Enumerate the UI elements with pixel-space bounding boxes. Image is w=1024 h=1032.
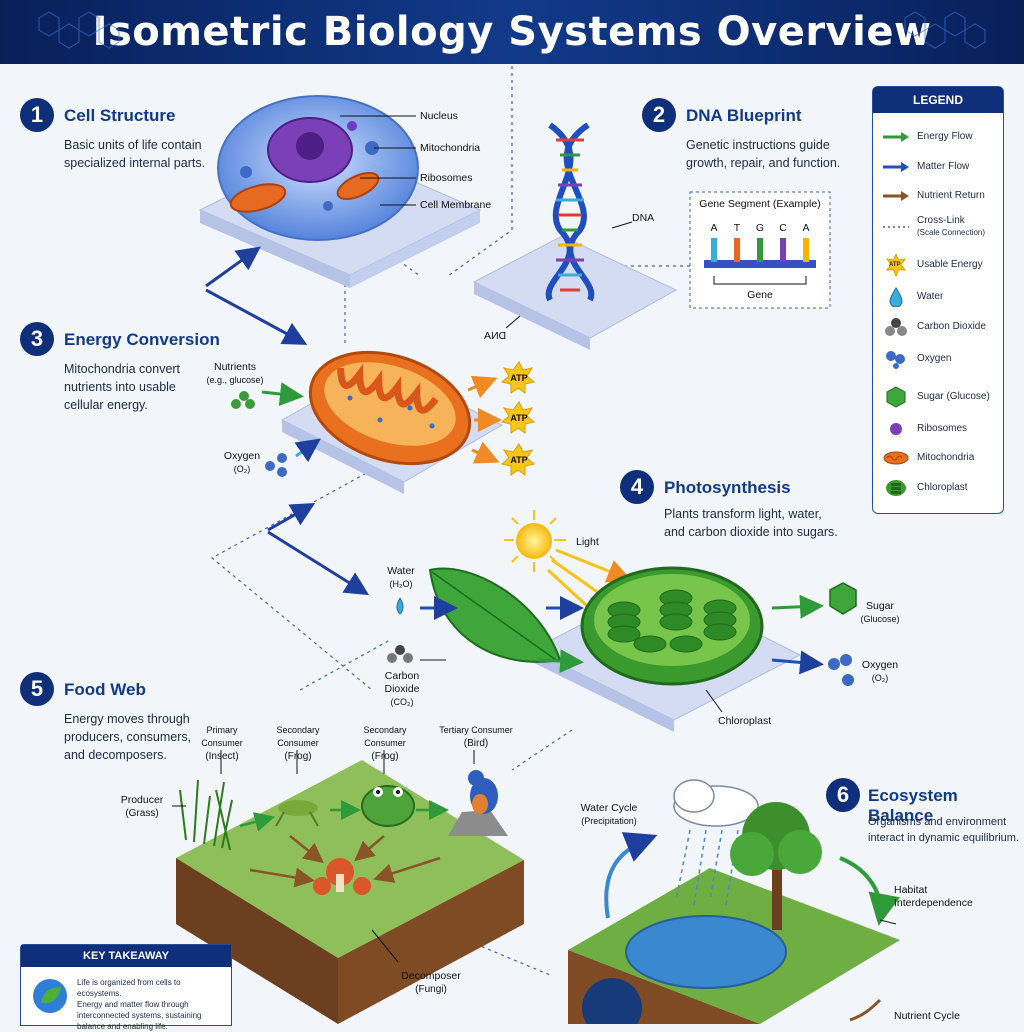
section-title-energy-conversion: Energy Conversion (64, 330, 220, 349)
key-takeaway-panel: KEY TAKEAWAY Life is organized from cell… (20, 944, 232, 1031)
section-title-dna-blueprint: DNA Blueprint (686, 106, 802, 125)
base-label: A (802, 222, 810, 234)
legend-title: LEGEND (873, 87, 1003, 113)
label-nutrients: Nutrients(e.g., glucose) (206, 361, 264, 385)
legend-item: Matter Flow (883, 157, 1003, 177)
water-drop-icon (883, 287, 909, 307)
legend-item: Chloroplast (883, 478, 1003, 498)
dna-illustration (472, 122, 831, 350)
globe-leaf-icon (33, 979, 67, 1013)
label-nucleus: Nucleus (420, 110, 458, 122)
section-number-6: 6 (826, 778, 860, 812)
atp-badge: ATP (510, 413, 528, 423)
page-title: Isometric Biology Systems Overview (92, 9, 932, 55)
label-mitochondria: Mitochondria (420, 142, 481, 154)
label-dna: DNA (632, 212, 655, 224)
cell-structure-illustration (198, 95, 482, 288)
oxygen-molecule-icon (883, 349, 909, 369)
section-title-food-web: Food Web (64, 680, 146, 699)
header-banner: Isometric Biology Systems Overview (0, 0, 1024, 64)
gene-segment-title: Gene Segment (Example) (699, 198, 821, 210)
section-number-3: 3 (20, 322, 54, 356)
section-number-2: 2 (642, 98, 676, 132)
brown-arrow-icon (883, 186, 909, 206)
section-title-photosynthesis: Photosynthesis (664, 478, 791, 497)
section-title-cell-structure: Cell Structure (64, 106, 176, 125)
key-takeaway-title: KEY TAKEAWAY (21, 945, 231, 967)
mitochondria-illustration (231, 350, 536, 494)
photosynthesis-illustration (387, 510, 857, 732)
ribosome-dot-icon (883, 419, 909, 439)
gene-label: Gene (747, 289, 773, 301)
ecosystem-illustration (568, 779, 901, 1024)
base-label: C (779, 222, 787, 234)
legend-item: Carbon Dioxide (883, 317, 1003, 337)
atp-star-icon: ATP (883, 254, 909, 276)
section-title-ecosystem-balance: Ecosystem Balance (868, 786, 958, 825)
legend-item: Energy Flow (883, 127, 1003, 147)
legend-item: Ribosomes (883, 419, 1003, 439)
label-producer: Producer(Grass) (120, 794, 164, 819)
label-secondary-consumer-1: Secondary Consumer(Frog) (276, 725, 320, 762)
section-number-4: 4 (620, 470, 654, 504)
legend-item: Nutrient Return (883, 186, 1003, 206)
green-arrow-icon (883, 127, 909, 147)
label-oxygen-input: Oxygen(O₂) (223, 450, 261, 474)
legend-item: Water (883, 287, 1003, 307)
legend-item: Sugar (Glucose) (883, 386, 1003, 408)
atp-badge: ATP (510, 455, 528, 465)
hexagon-network-decoration-right (904, 11, 986, 49)
base-label: G (755, 222, 765, 234)
label-oxygen-output: Oxygen(O₂) (861, 659, 899, 683)
label-cell-membrane: Cell Membrane (420, 199, 492, 211)
section-number-5: 5 (20, 672, 54, 706)
section-desc-photosynthesis: Plants transform light, water,and carbon… (664, 507, 838, 539)
legend-item: Mitochondria (883, 448, 1003, 468)
label-tertiary-consumer: Tertiary Consumer(Bird) (439, 725, 513, 749)
food-web-illustration (172, 750, 524, 1024)
label-secondary-consumer-2: Secondary Consumer(Frog) (363, 725, 407, 762)
blue-arrow-icon (883, 157, 909, 177)
dotted-line-icon (883, 217, 909, 237)
label-water: Water(H₂O) (387, 565, 415, 589)
label-sugar: Sugar(Glucose) (860, 600, 900, 624)
label-chloroplast: Chloroplast (718, 715, 772, 727)
legend-item: Cross-Link(Scale Connection) (883, 215, 1003, 239)
base-label: A (710, 222, 718, 234)
atp-badge: ATP (510, 373, 528, 383)
co2-molecule-icon (883, 317, 909, 337)
legend-item: Oxygen (883, 349, 1003, 369)
label-ribosomes: Ribosomes (420, 172, 473, 184)
label-decomposer: Decomposer(Fungi) (401, 970, 461, 995)
base-label: T (733, 222, 741, 234)
legend-panel: LEGEND Energy Flow Matter Flow Nutrient … (872, 86, 1004, 514)
hexagon-icon (883, 386, 909, 408)
label-primary-consumer: Primary Consumer(Insect) (201, 725, 243, 762)
label-carbon-dioxide: Carbon Dioxide(CO₂) (384, 670, 420, 707)
label-nutrient-cycle: Nutrient Cycle (894, 1010, 960, 1022)
hexagon-network-decoration-left (38, 11, 120, 49)
label-light: Light (576, 536, 599, 548)
chloroplast-icon (883, 478, 909, 498)
section-number-1: 1 (20, 98, 54, 132)
legend-item: ATP Usable Energy (883, 254, 1003, 276)
mitochondria-icon (883, 448, 909, 468)
label-dna-mirrored: DNA (484, 330, 507, 342)
label-water-cycle: Water Cycle(Precipitation) (580, 802, 638, 826)
